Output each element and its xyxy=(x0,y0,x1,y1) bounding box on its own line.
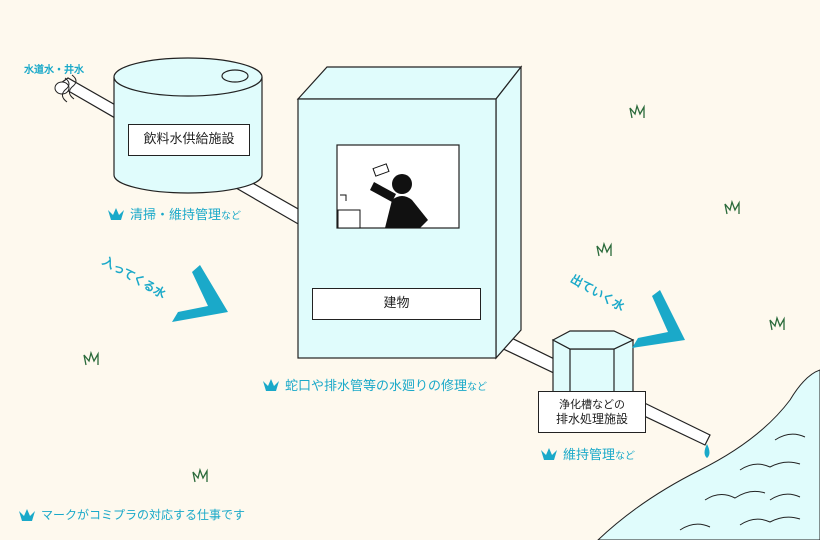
task-building-text: 蛇口や排水管等の水廻りの修理 xyxy=(285,379,468,394)
task-tank-text: 清掃・維持管理 xyxy=(130,208,222,223)
river-waves xyxy=(679,433,806,531)
building-label: 建物 xyxy=(312,288,481,320)
septic-label-line1: 浄化槽などの xyxy=(559,398,625,411)
water-drop-icon xyxy=(704,444,710,458)
crown-icon xyxy=(541,447,557,460)
legend-text: マークがコミプラの対応する仕事です xyxy=(41,508,246,522)
task-septic-text: 維持管理 xyxy=(563,448,616,463)
person-drinking-icon xyxy=(370,163,428,228)
task-septic: 維持管理など xyxy=(540,444,635,463)
river xyxy=(597,369,820,540)
legend: マークがコミプラの対応する仕事です xyxy=(18,506,245,523)
task-building-suffix: など xyxy=(467,382,488,393)
crown-icon xyxy=(19,508,35,521)
arrow-icon xyxy=(632,290,685,348)
crown-icon xyxy=(263,378,279,391)
pipe-break-icon xyxy=(54,74,77,103)
arrow-icon xyxy=(172,265,228,322)
grass-icon xyxy=(83,103,785,483)
task-septic-suffix: など xyxy=(615,451,636,462)
task-tank-suffix: など xyxy=(221,211,242,222)
task-tank: 清掃・維持管理など xyxy=(107,204,241,223)
source-label: 水道水・井水 xyxy=(24,65,84,76)
tank-label: 飲料水供給施設 xyxy=(128,124,250,156)
faucet-icon xyxy=(337,194,361,229)
septic-label: 浄化槽などの 排水処理施設 xyxy=(538,391,646,433)
septic-tank xyxy=(551,330,635,393)
task-building: 蛇口や排水管等の水廻りの修理など xyxy=(262,375,487,394)
septic-label-line2: 排水処理施設 xyxy=(555,412,628,426)
crown-icon xyxy=(108,207,124,220)
